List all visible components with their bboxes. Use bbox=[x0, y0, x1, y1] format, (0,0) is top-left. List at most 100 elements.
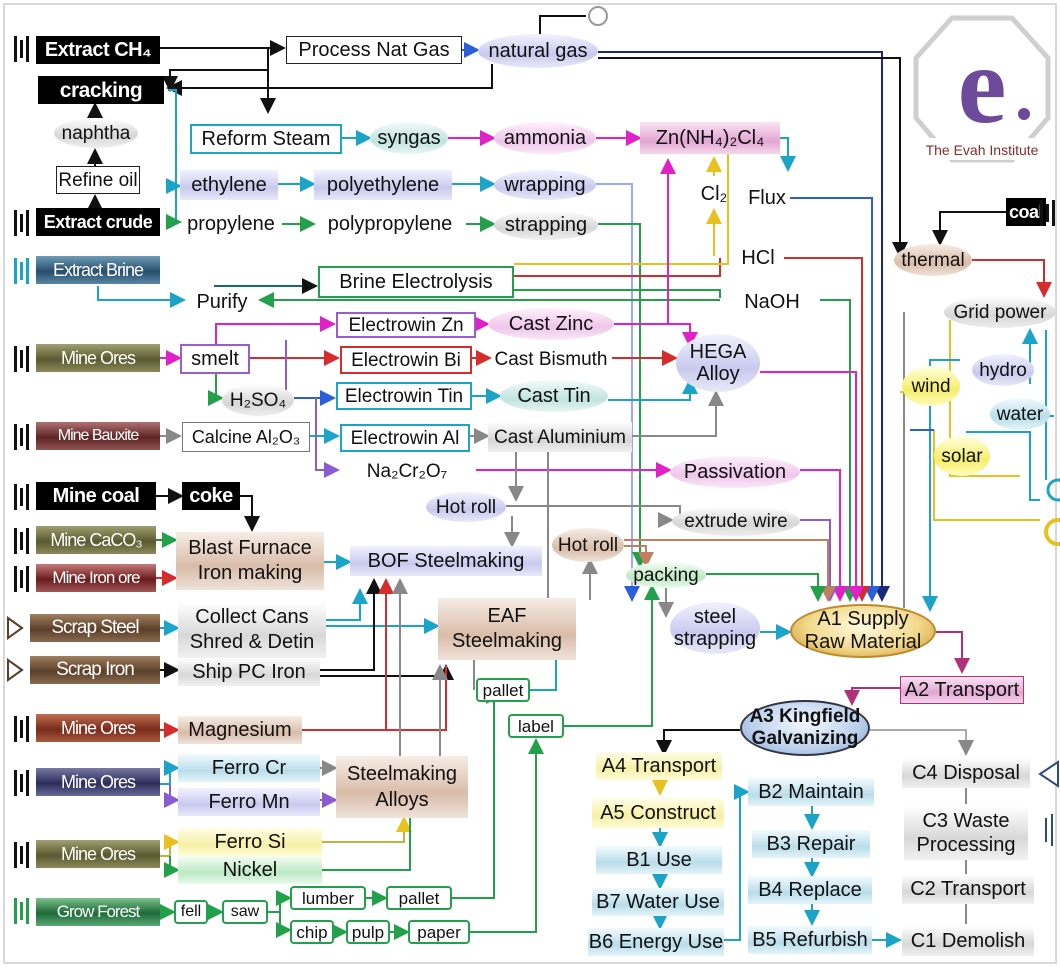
refine-oil-node: Refine oil bbox=[56, 166, 140, 194]
wrapping-node: wrapping bbox=[494, 170, 596, 200]
source-terminal-icon bbox=[1040, 200, 1055, 226]
evah-logo: e The Evah Institute bbox=[912, 14, 1052, 164]
bof-steelmaking-node: BOF Steelmaking bbox=[350, 546, 542, 576]
source-terminal-icon bbox=[14, 716, 29, 742]
grid-power-node: Grid power bbox=[944, 296, 1056, 328]
hot-roll-node: Hot roll bbox=[426, 492, 506, 522]
eaf-steelmaking-node: EAF Steelmaking bbox=[438, 598, 576, 660]
ethylene-node: ethylene bbox=[180, 170, 278, 200]
hega-alloy-label: HEGA Alloy bbox=[689, 341, 747, 385]
polyethylene-node: polyethylene bbox=[314, 170, 452, 200]
packing-node: packing bbox=[626, 562, 706, 588]
mine-ores-source: Mine Ores bbox=[36, 768, 160, 796]
extract-crude-source: Extract crude bbox=[36, 208, 160, 236]
reform-steam-node: Reform Steam bbox=[190, 124, 342, 154]
extract-ch4-source: Extract CH₄ bbox=[36, 36, 160, 64]
source-terminal-icon bbox=[14, 346, 29, 372]
h2so4-node: H₂SO₄ bbox=[222, 384, 294, 416]
source-terminal-icon bbox=[14, 258, 29, 284]
scrap-iron-source: Scrap Iron bbox=[30, 656, 160, 684]
mine-caco3-source: Mine CaCO₃ bbox=[36, 526, 156, 554]
a1-line2: Raw Material bbox=[804, 631, 922, 653]
zinc-ammonium-chloride-node: Zn(NH₄)₂Cl₄ bbox=[640, 122, 780, 154]
hydro-node: hydro bbox=[972, 354, 1034, 386]
source-terminal-icon bbox=[14, 484, 29, 510]
electrowin-al-node: Electrowin Al bbox=[340, 424, 470, 452]
steel-strapping-line2: strapping bbox=[673, 628, 757, 650]
naoh-node: NaOH bbox=[744, 291, 800, 313]
mine-coal-source: Mine coal bbox=[36, 482, 156, 510]
source-terminal-icon bbox=[14, 770, 29, 796]
label-node: label bbox=[508, 714, 564, 738]
cl2-node: Cl₂ bbox=[700, 183, 728, 205]
sodium-dichromate-node: Na₂Cr₂O₇ bbox=[366, 460, 448, 482]
scrap-steel-source: Scrap Steel bbox=[30, 614, 160, 642]
electrowin-zn-node: Electrowin Zn bbox=[336, 312, 476, 338]
coke-node: coke bbox=[182, 482, 240, 510]
ammonia-node: ammonia bbox=[494, 122, 596, 154]
b6-energy-use-node: B6 Energy Use bbox=[588, 928, 724, 956]
mine-ores-source: Mine Ores bbox=[36, 344, 160, 372]
a3-line2: Galvanizing bbox=[751, 728, 859, 749]
collect-cans-line2: Shred & Detin bbox=[189, 631, 315, 653]
cast-bismuth-node: Cast Bismuth bbox=[494, 348, 608, 370]
pulp-node: pulp bbox=[346, 920, 390, 944]
cast-tin-node: Cast Tin bbox=[500, 380, 608, 412]
source-terminal-icon bbox=[14, 528, 29, 554]
b4-replace-node: B4 Replace bbox=[748, 876, 872, 904]
ship-pc-iron-node: Ship PC Iron bbox=[178, 658, 320, 686]
ferro-si-node: Ferro Si bbox=[178, 828, 322, 856]
source-terminal-icon bbox=[14, 210, 29, 236]
ferro-mn-node: Ferro Mn bbox=[178, 788, 320, 816]
process-nat-gas-node: Process Nat Gas bbox=[286, 36, 462, 64]
electrowin-tin-node: Electrowin Tin bbox=[336, 382, 472, 410]
collect-cans-line1: Collect Cans bbox=[195, 606, 309, 628]
passivation-node: Passivation bbox=[670, 456, 800, 488]
blast-furnace-line2: Iron making bbox=[197, 562, 303, 584]
svg-text:e: e bbox=[958, 24, 1007, 146]
collect-cans-node: Collect Cans Shred & Detin bbox=[178, 602, 326, 658]
natural-gas-node: natural gas bbox=[478, 34, 598, 68]
steelmaking-alloys-line2: Alloys bbox=[375, 789, 429, 811]
hot-roll-node: Hot roll bbox=[552, 528, 624, 562]
cast-aluminium-node: Cast Aluminium bbox=[488, 422, 632, 452]
b3-repair-node: B3 Repair bbox=[752, 830, 870, 858]
nickel-node: Nickel bbox=[178, 856, 322, 884]
source-terminal-icon bbox=[14, 566, 29, 592]
a1-supply-raw-material-node: A1 Supply Raw Material bbox=[790, 604, 936, 658]
c2-transport-node: C2 Transport bbox=[902, 874, 1034, 904]
purify-node: Purify bbox=[196, 291, 248, 313]
flux-node: Flux bbox=[748, 187, 786, 209]
magnesium-node: Magnesium bbox=[178, 716, 302, 744]
paper-node: paper bbox=[408, 920, 470, 944]
propylene-node: propylene bbox=[187, 213, 275, 235]
brine-electrolysis-node: Brine Electrolysis bbox=[318, 266, 514, 298]
mine-ores-source: Mine Ores bbox=[36, 840, 160, 868]
mine-ores-source: Mine Ores bbox=[36, 714, 160, 742]
cast-zinc-node: Cast Zinc bbox=[488, 308, 614, 340]
a3-kingfield-galvanizing-node: A3 Kingfield Galvanizing bbox=[740, 700, 870, 756]
naphtha-node: naphtha bbox=[54, 118, 138, 148]
fell-node: fell bbox=[174, 900, 208, 924]
saw-node: saw bbox=[222, 900, 268, 924]
extrude-wire-node: extrude wire bbox=[672, 506, 800, 536]
c3-line2: Processing bbox=[916, 834, 1016, 856]
steel-strapping-node: steel strapping bbox=[670, 602, 760, 654]
smelt-node: smelt bbox=[180, 344, 250, 374]
strapping-node: strapping bbox=[494, 210, 598, 240]
evah-logo-caption: The Evah Institute bbox=[925, 142, 1039, 158]
a4-transport-node: A4 Transport bbox=[596, 752, 722, 780]
chip-node: chip bbox=[290, 920, 334, 944]
b7-water-use-node: B7 Water Use bbox=[592, 888, 724, 916]
steel-strapping-line1: steel bbox=[693, 606, 737, 628]
c1-demolish-node: C1 Demolish bbox=[902, 926, 1034, 956]
c3-line1: C3 Waste bbox=[922, 810, 1010, 832]
c3-waste-processing-node: C3 Waste Processing bbox=[904, 806, 1028, 860]
grow-forest-source: Grow Forest bbox=[36, 898, 160, 926]
cracking-node: cracking bbox=[38, 76, 164, 104]
eaf-line1: EAF bbox=[487, 605, 527, 627]
hcl-node: HCl bbox=[741, 247, 775, 269]
mine-iron-ore-source: Mine Iron ore bbox=[36, 564, 156, 592]
polypropylene-node: polypropylene bbox=[327, 213, 453, 235]
